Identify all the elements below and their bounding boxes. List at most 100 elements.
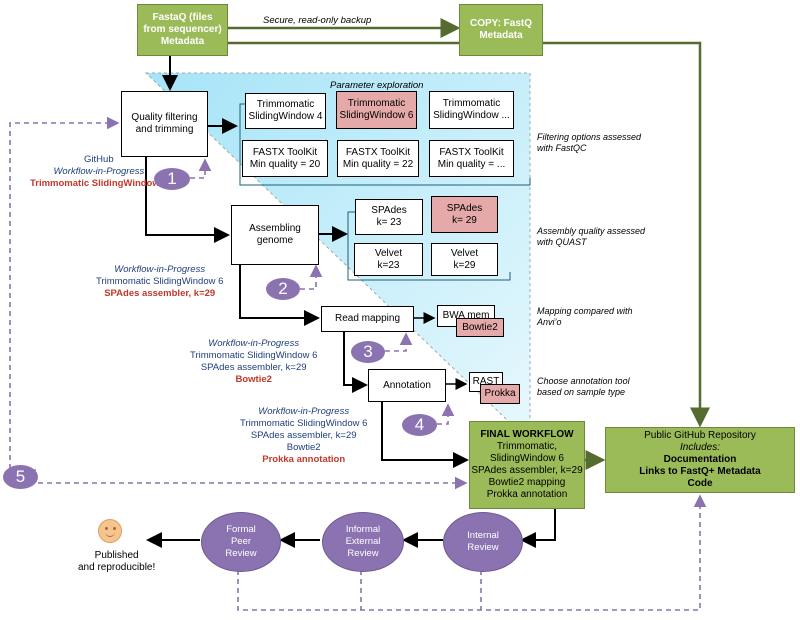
wip-stage-1: GitHub Workflow-in-Progress Trimmomatic … xyxy=(30,154,168,190)
note-line: Choose annotation tool xyxy=(537,376,630,386)
review-line: External xyxy=(345,536,381,547)
note-line: based on sample type xyxy=(537,387,626,397)
wip-line: Trimmomatic SlidingWindow 6 xyxy=(190,350,318,361)
option-label: BWA mem xyxy=(442,310,490,321)
note-line: Mapping compared with xyxy=(537,306,633,316)
source-line2: from sequencer) xyxy=(143,24,222,35)
option-label: RAST xyxy=(472,376,500,387)
option-line: SPAdes xyxy=(446,202,483,214)
copy-line2: Metadata xyxy=(479,30,523,41)
option-line: FASTX ToolKit xyxy=(439,146,504,158)
option-label: Bowtie2 xyxy=(462,321,498,333)
smiley-icon xyxy=(98,519,122,543)
review-line: Internal xyxy=(467,530,499,541)
fastq-source-box: FastaQ (files from sequencer) Metadata xyxy=(137,4,228,56)
wip-line: Workflow-in-Progress xyxy=(114,264,206,275)
option-line: FASTX ToolKit xyxy=(345,146,411,158)
option-line: k= 23 xyxy=(376,217,402,228)
final-line: Trimmomatic, xyxy=(496,441,558,452)
source-line1: FastaQ (files xyxy=(152,12,213,23)
repo-line: Code xyxy=(687,478,713,489)
parameter-exploration-title: Parameter exploration xyxy=(330,80,424,91)
final-line: SlidingWindow 6 xyxy=(490,453,564,464)
option-label: Prokka xyxy=(484,388,516,399)
final-line: SPAdes assembler, k=29 xyxy=(471,465,583,476)
copy-to-repo-arrow xyxy=(228,41,710,428)
option-line: SlidingWindow 6 xyxy=(339,110,414,121)
assembling-step: Assembling genome xyxy=(231,205,319,265)
read-mapping-step: Read mapping xyxy=(321,306,414,332)
option-line: FASTX ToolKit xyxy=(252,146,318,158)
option-line: SlidingWindow 4 xyxy=(248,111,323,122)
wip-stage-4: Workflow-in-Progress Trimmomatic Sliding… xyxy=(240,406,367,466)
option-line: Velvet xyxy=(450,247,479,259)
final-title: FINAL WORKFLOW xyxy=(480,429,574,440)
option-line: SPAdes xyxy=(371,205,407,216)
published-line: Published xyxy=(94,550,139,561)
copy-line1: COPY: FastQ xyxy=(469,18,533,29)
mapping-label: Read mapping xyxy=(334,313,401,324)
informal-external-review: Informal External Review xyxy=(322,512,404,572)
wip-line: Bowtie2 xyxy=(286,442,321,453)
backup-label: Secure, read-only backup xyxy=(263,15,372,26)
review-line: Review xyxy=(467,542,499,553)
smile-mouth xyxy=(105,531,115,537)
wip-line: SPAdes assembler, k=29 xyxy=(200,362,307,373)
option-line: SlidingWindow ... xyxy=(433,110,510,121)
wip-line: Workflow-in-Progress xyxy=(208,338,300,349)
note-line: Filtering options assessed xyxy=(537,132,642,142)
internal-review: Internal Review xyxy=(443,512,523,572)
note-line: with QUAST xyxy=(537,237,587,247)
quality-line1: Quality filtering xyxy=(131,112,198,123)
public-repo-box: Public GitHub Repository Includes: Docum… xyxy=(605,427,795,493)
repo-line: Documentation xyxy=(663,454,737,465)
final-line: Prokka annotation xyxy=(486,489,568,500)
wip-line: Prokka annotation xyxy=(262,454,346,465)
option-line: Trimmomatic xyxy=(442,98,501,109)
repo-title: Public GitHub Repository xyxy=(644,430,756,441)
formal-peer-review: Formal Peer Review xyxy=(201,512,281,572)
wip-line: Trimmomatic SlidingWindow 6 xyxy=(96,276,224,287)
review-line: Informal xyxy=(345,524,381,535)
option-line: k= 29 xyxy=(452,214,477,226)
annotation-label: Annotation xyxy=(383,379,431,391)
wip-line: Trimmomatic SlidingWindow 6 xyxy=(30,178,168,189)
option-line: Trimmomatic xyxy=(347,98,406,109)
annotation-step: Annotation xyxy=(368,369,446,402)
final-line: Bowtie2 mapping xyxy=(488,477,566,488)
published-line: and reproducible! xyxy=(78,562,156,573)
repo-line: Includes: xyxy=(679,442,721,453)
wip-line: Bowtie2 xyxy=(235,374,272,385)
wip-line: SPAdes assembler, k=29 xyxy=(104,288,216,299)
option-line: k=23 xyxy=(377,259,400,271)
note-line: Anvi’o xyxy=(537,317,562,327)
quality-filtering-step: Quality filtering and trimming xyxy=(121,91,208,157)
stage-circle-4: 4 xyxy=(402,414,437,436)
option-line: Min quality = 20 xyxy=(249,158,321,170)
review-line: Peer xyxy=(230,536,252,547)
final-workflow-box: FINAL WORKFLOW Trimmomatic, SlidingWindo… xyxy=(469,421,585,509)
option-bowtie2: Bowtie2 xyxy=(456,318,504,337)
wip-stage-2: Workflow-in-Progress Trimmomatic Sliding… xyxy=(96,264,223,300)
option-line: Velvet xyxy=(374,247,403,259)
source-line3: Metadata xyxy=(160,36,205,47)
published-label: Published and reproducible! xyxy=(78,550,155,574)
wip-line: GitHub xyxy=(84,154,114,165)
stage-circle-3: 3 xyxy=(351,341,385,363)
option-line: k=29 xyxy=(453,259,476,271)
note-line: with FastQC xyxy=(537,143,587,153)
